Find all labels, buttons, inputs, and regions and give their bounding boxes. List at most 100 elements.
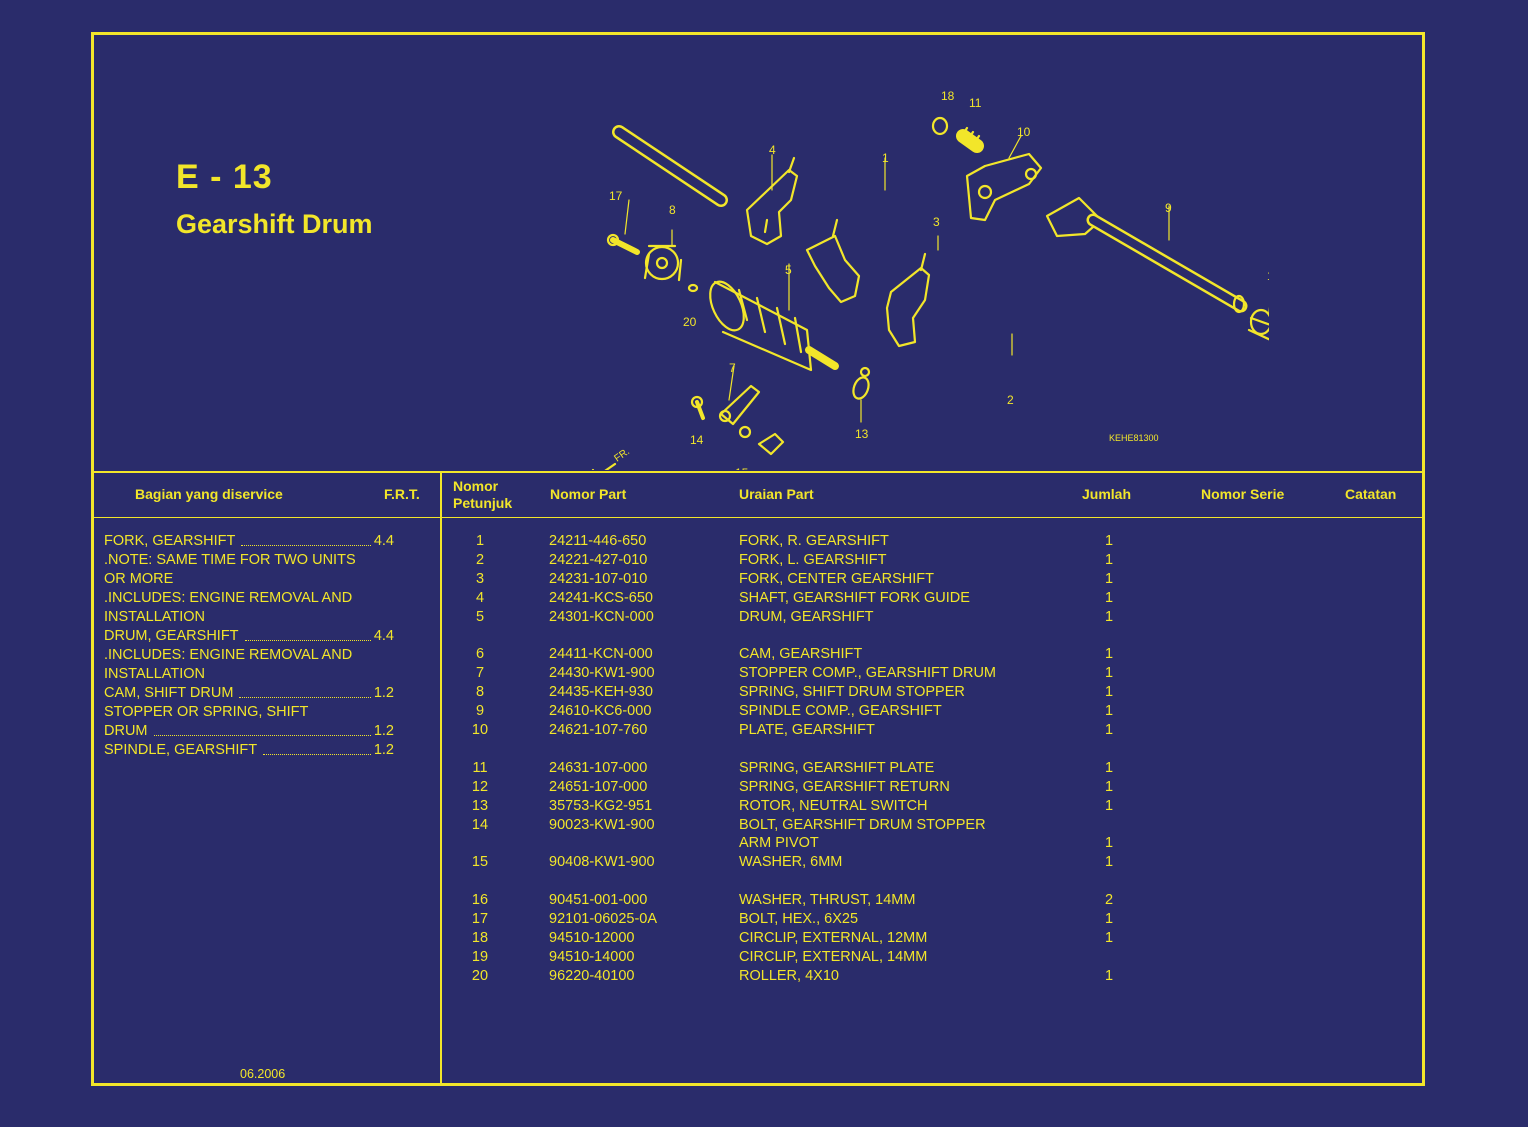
row-qty: 1 [1104, 929, 1114, 946]
row-ref-no: 2 [475, 551, 485, 568]
callout-20: 20 [683, 315, 697, 329]
row-description: FORK, CENTER GEARSHIFT [739, 570, 934, 587]
row-ref-no: 15 [471, 854, 489, 871]
row-ref-no: 11 [472, 759, 488, 776]
row-ref-no: 16 [471, 892, 489, 909]
callout-18: 18 [941, 89, 955, 103]
row-description: SPRING, GEARSHIFT PLATE [739, 759, 935, 776]
dot-leader [263, 741, 371, 755]
service-item: CAM, SHIFT DRUM 1.2 [104, 684, 394, 703]
header-frt: F.R.T. [384, 486, 420, 502]
service-item: STOPPER OR SPRING, SHIFT [104, 703, 394, 722]
callout-9: 9 [1165, 201, 1172, 215]
row-description: BOLT, GEARSHIFT DRUM STOPPER [739, 816, 986, 833]
row-part-no: 24301-KCN-000 [549, 608, 654, 625]
row-ref-no: 1 [475, 533, 485, 549]
part-gearshift-drum [709, 280, 839, 372]
service-item-frt: 1.2 [373, 685, 394, 701]
header-qty: Jumlah [1082, 486, 1132, 502]
row-ref-no: 5 [475, 608, 485, 625]
callout-12: 12 [1267, 269, 1269, 283]
row-part-no: 24221-427-010 [549, 551, 648, 568]
row-part-no: 90451-001-000 [549, 892, 648, 909]
row-description: CIRCLIP, EXTERNAL, 12MM [739, 929, 928, 946]
row-description: PLATE, GEARSHIFT [739, 722, 875, 738]
dot-leader [239, 684, 371, 698]
callout-1: 1 [882, 151, 889, 165]
callout-3: 3 [933, 215, 940, 229]
service-item-text: .INCLUDES: ENGINE REMOVAL AND [104, 590, 353, 606]
part-fork-r [745, 156, 799, 246]
row-description: FORK, R. GEARSHIFT [739, 533, 889, 549]
part-circlip-18 [931, 116, 949, 136]
row-qty: 1 [1104, 551, 1114, 568]
row-description: SPRING, SHIFT DRUM STOPPER [739, 684, 965, 701]
callout-13: 13 [855, 427, 869, 441]
row-ref-no: 6 [475, 646, 485, 663]
row-ref-no: 13 [471, 797, 489, 814]
drawing-ref-code: KEHE81300 [1109, 433, 1159, 443]
part-bolt-14 [690, 395, 705, 420]
row-ref-no: 4 [475, 589, 485, 606]
row-part-no: 96220-40100 [549, 967, 635, 984]
header-ref-no-line1: Nomor [453, 478, 499, 494]
header-serial: Nomor Serie [1201, 486, 1285, 502]
part-cam-star [643, 244, 683, 282]
service-item: FORK, GEARSHIFT 4.4 [104, 532, 394, 551]
row-description: DRUM, GEARSHIFT [739, 608, 874, 625]
row-qty: 1 [1104, 835, 1114, 852]
row-part-no: 90023-KW1-900 [549, 816, 655, 833]
service-item-text: DRUM, GEARSHIFT [104, 628, 239, 644]
header-divider [94, 471, 1422, 473]
part-roller [687, 283, 699, 293]
service-item-text: DRUM [104, 723, 148, 739]
service-item-frt: 1.2 [373, 723, 394, 739]
row-qty: 1 [1104, 533, 1114, 549]
service-item-text: STOPPER OR SPRING, SHIFT [104, 704, 309, 720]
row-part-no: 24211-446-650 [549, 533, 647, 549]
row-qty: 1 [1104, 703, 1114, 720]
row-part-no: 94510-14000 [549, 948, 635, 965]
row-ref-no: 18 [471, 929, 489, 946]
row-part-no: 24430-KW1-900 [549, 665, 655, 682]
service-column-divider [440, 471, 442, 1083]
service-item-text: CAM, SHIFT DRUM [104, 685, 234, 701]
row-qty: 1 [1104, 646, 1114, 663]
row-part-no: 24621-107-760 [549, 722, 648, 738]
row-description: SPRING, GEARSHIFT RETURN [739, 778, 950, 795]
service-item: INSTALLATION [104, 665, 394, 684]
service-item-frt: 4.4 [373, 533, 394, 549]
row-qty: 1 [1104, 722, 1114, 738]
row-part-no: 35753-KG2-951 [549, 797, 653, 814]
part-plate-spring [956, 126, 984, 153]
header-ref-no-line2: Petunjuk [453, 495, 513, 511]
callout-15: 15 [735, 466, 749, 470]
service-item-text: FORK, GEARSHIFT [104, 533, 236, 549]
callout-5: 5 [785, 263, 792, 277]
section-code: E - 13 [176, 158, 273, 196]
row-description: SHAFT, GEARSHIFT FORK GUIDE [739, 589, 970, 606]
row-part-no: 90408-KW1-900 [549, 854, 655, 871]
row-ref-no: 3 [475, 570, 485, 587]
table-row: 10 24621-107-760 PLATE, GEARSHIFT 1 [94, 721, 1428, 740]
callout-2: 2 [1007, 393, 1014, 407]
column-header-divider [94, 517, 1422, 518]
row-description: STOPPER COMP., GEARSHIFT DRUM [739, 665, 997, 682]
callout-7: 7 [729, 361, 736, 375]
row-ref-no: 10 [471, 722, 489, 738]
service-item-text: OR MORE [104, 571, 174, 587]
